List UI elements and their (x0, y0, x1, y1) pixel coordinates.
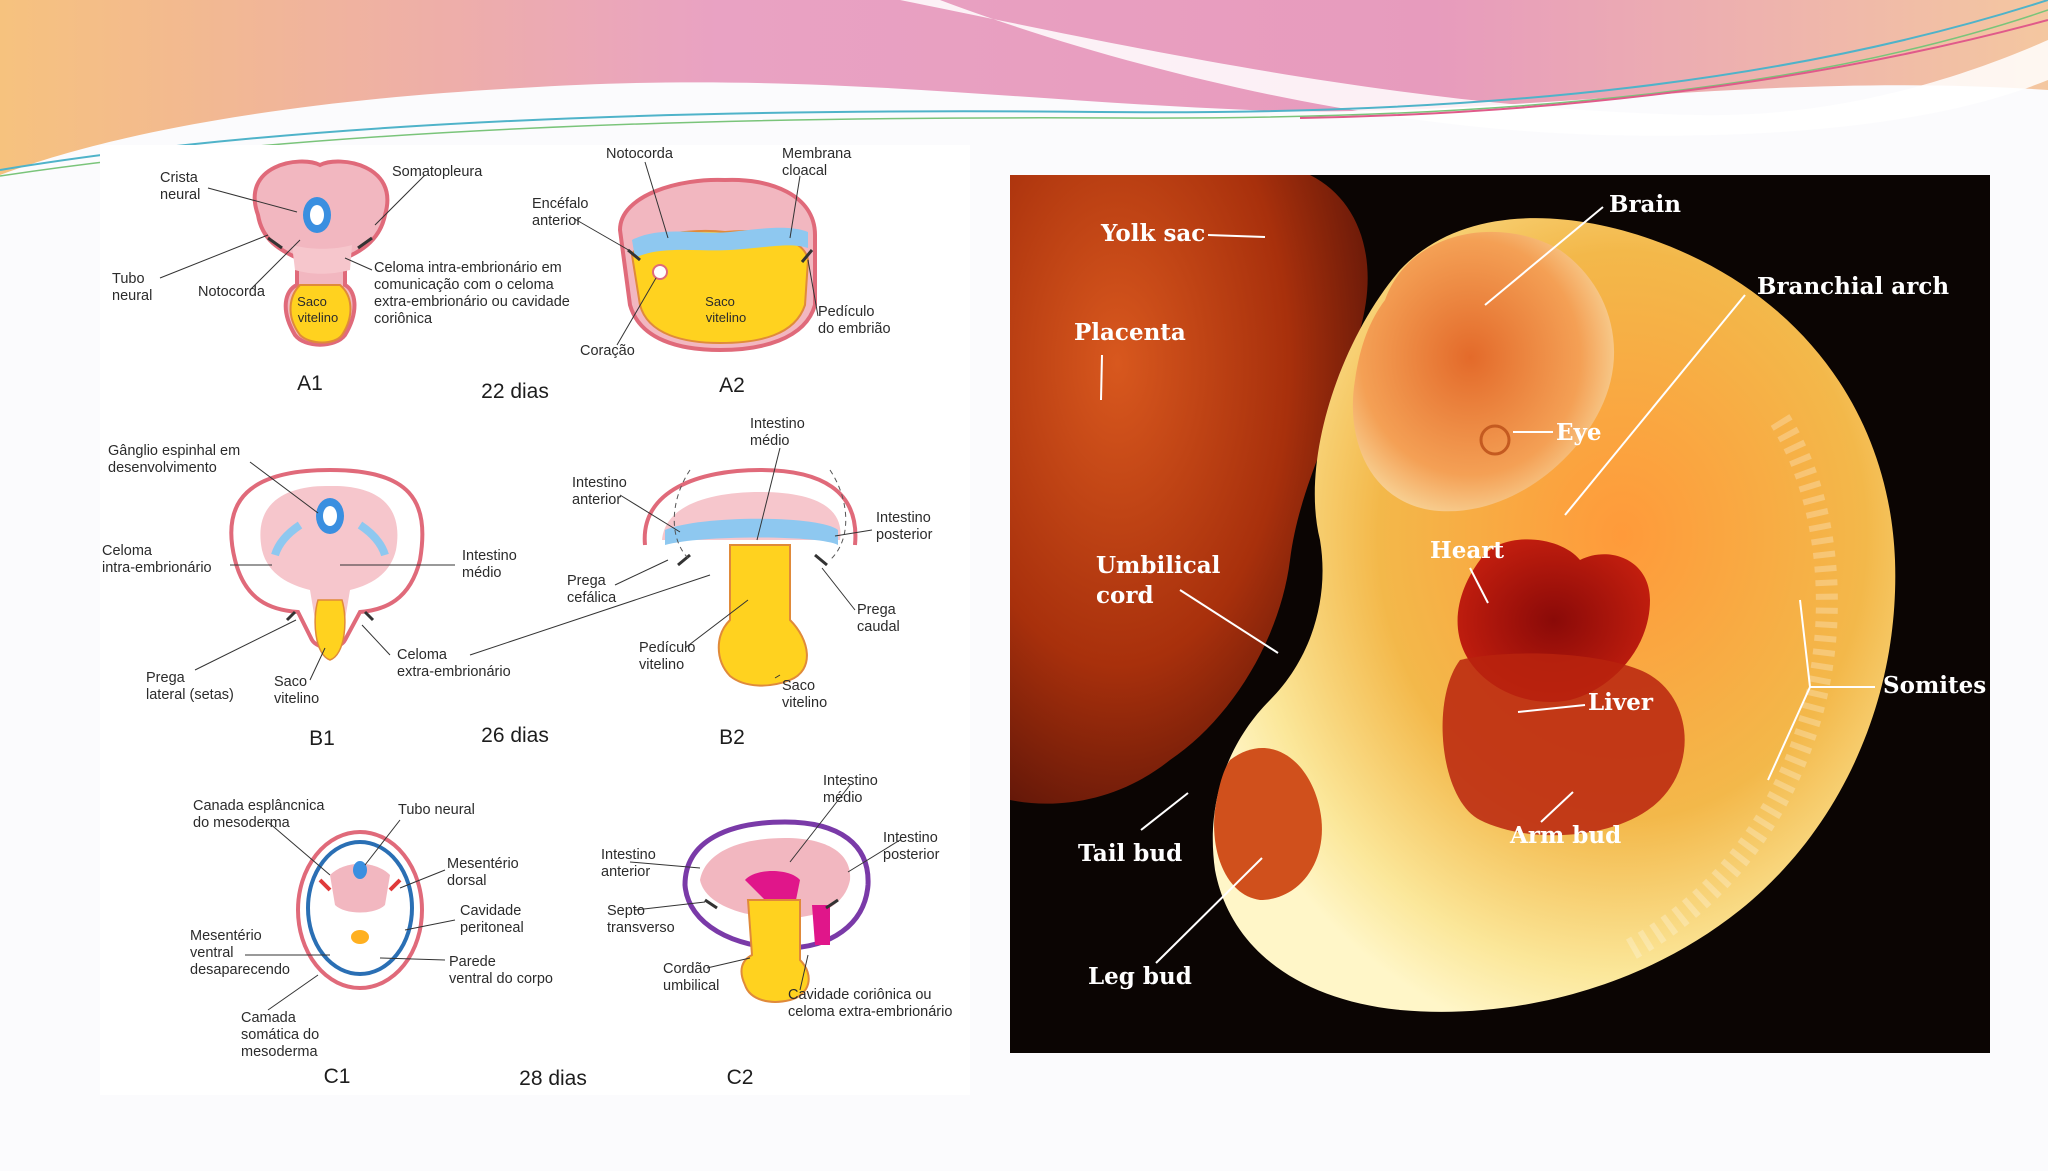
label-leg-bud: Leg bud (1088, 963, 1192, 990)
label-heart: Heart (1430, 537, 1504, 564)
panel-label-a1: A1 (297, 372, 323, 395)
stage-label-22-dias: 22 dias (481, 380, 549, 403)
label-brain: Brain (1609, 191, 1681, 218)
label-placenta: Placenta (1074, 319, 1186, 346)
panel-label-c2: C2 (727, 1066, 754, 1089)
label-somatopleura: Somatopleura (392, 164, 483, 180)
panel-label-b2: B2 (719, 726, 745, 749)
label-branchial-arch: Branchial arch (1757, 273, 1949, 300)
embryo-folding-diagram: A1 A2 22 dias B1 B2 26 dias (100, 145, 970, 1095)
label-tubo-neural-c1: Tubo neural (398, 802, 475, 818)
label-notocorda-a1: Notocorda (198, 284, 266, 300)
label-liver: Liver (1588, 689, 1654, 716)
label-eye: Eye (1556, 419, 1602, 446)
label-yolk-sac: Yolk sac (1100, 220, 1205, 247)
panel-label-b1: B1 (309, 727, 335, 750)
label-coracao: Coração (580, 343, 635, 359)
embryo-photograph: Yolk sac Placenta Brain Branchial arch E… (1010, 175, 1990, 1053)
label-notocorda-a2: Notocorda (606, 146, 674, 162)
stage-label-28-dias: 28 dias (519, 1067, 587, 1090)
label-arm-bud: Arm bud (1509, 822, 1621, 849)
label-tail-bud: Tail bud (1078, 840, 1182, 867)
panel-label-c1: C1 (324, 1065, 351, 1088)
stage-label-26-dias: 26 dias (481, 724, 549, 747)
label-somites: Somites (1883, 672, 1986, 699)
panel-label-a2: A2 (719, 374, 745, 397)
photo-liver-region (1443, 653, 1685, 835)
